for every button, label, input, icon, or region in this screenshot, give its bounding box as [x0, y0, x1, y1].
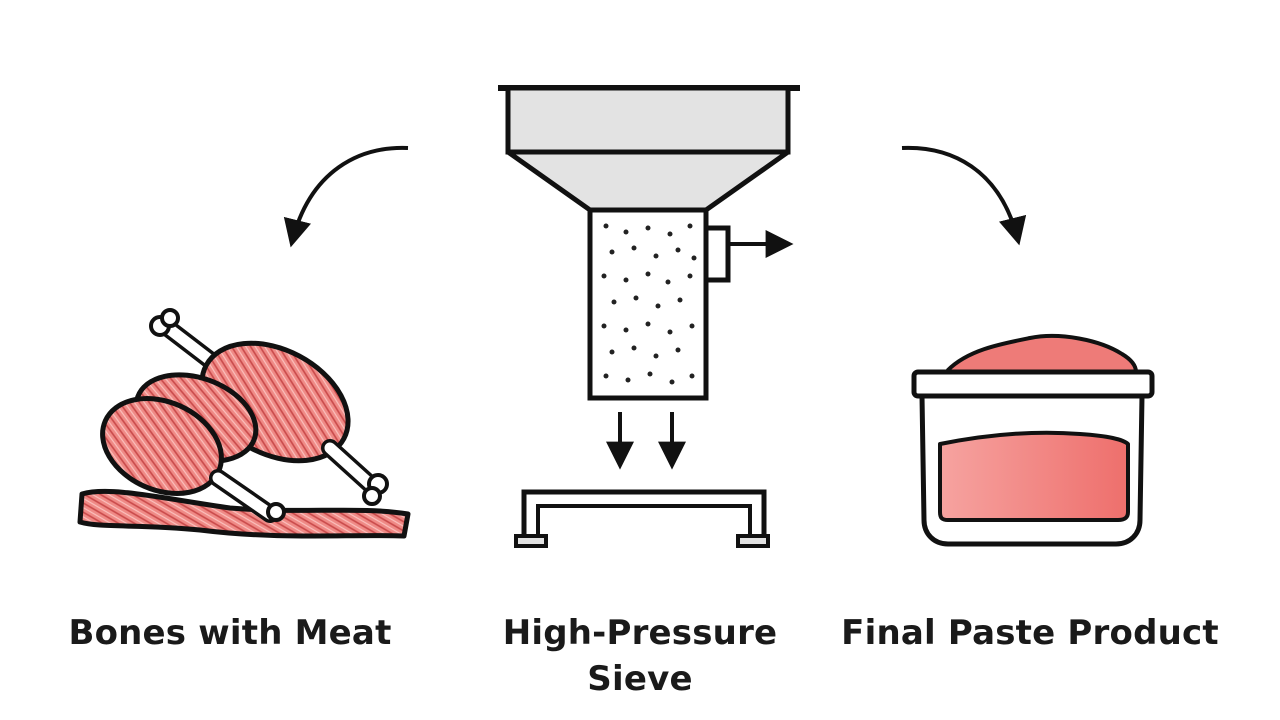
- bones-with-meat-label: Bones with Meat: [68, 613, 392, 653]
- arrow-to-paste: [901, 145, 1027, 246]
- high-pressure-sieve-label: High-Pressure Sieve: [470, 610, 810, 702]
- paste-container-icon: [911, 334, 1155, 547]
- sieve-label-line1: High-Pressure: [502, 613, 778, 653]
- final-paste-product-label: Final Paste Product: [841, 613, 1219, 653]
- arrow-to-bones: [283, 145, 409, 248]
- sieve-label-line2: Sieve: [587, 659, 693, 699]
- high-pressure-sieve-icon: [498, 85, 800, 548]
- bones-with-meat-icon: [77, 308, 411, 539]
